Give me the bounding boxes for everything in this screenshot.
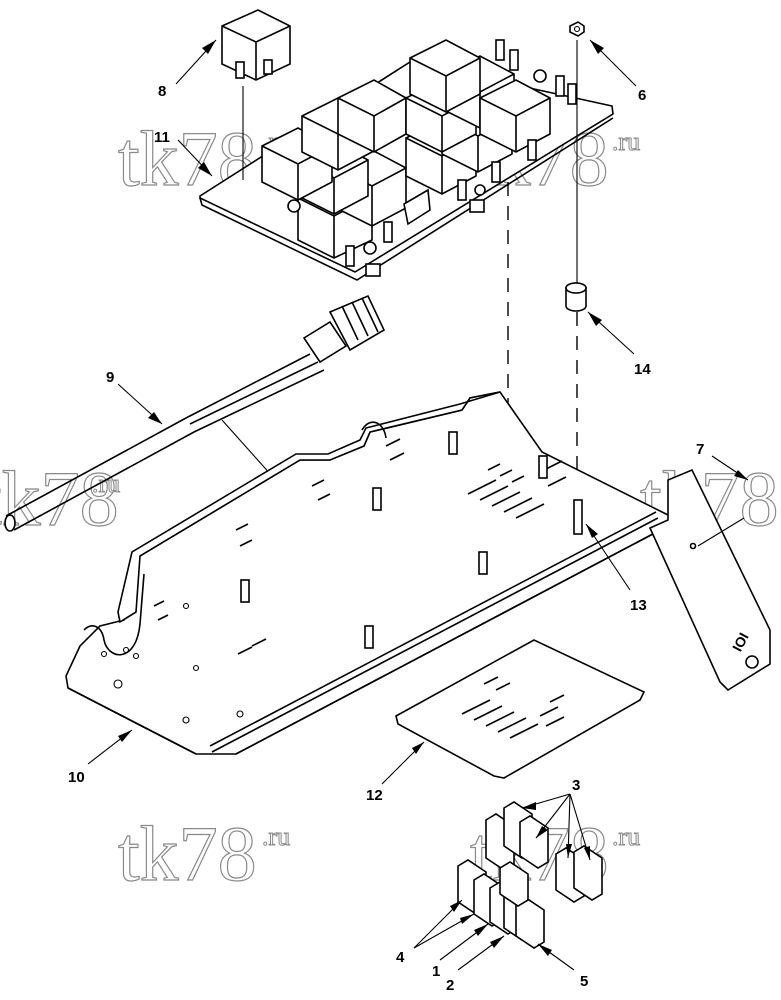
relay-circuit-board xyxy=(199,39,614,281)
fuse-label-decal xyxy=(395,639,646,779)
svg-text:.ru: .ru xyxy=(612,822,640,851)
callout-numbers: 8 11 6 14 9 7 13 10 12 3 4 1 2 5 xyxy=(68,83,704,994)
svg-text:.ru: .ru xyxy=(262,822,290,851)
callout-3: 3 xyxy=(572,777,580,794)
plate-studs xyxy=(240,431,583,649)
svg-text:tk78: tk78 xyxy=(118,810,257,897)
watermark-mid-left: tk78 .ru xyxy=(0,454,121,542)
callout-6: 6 xyxy=(638,87,646,104)
spacer xyxy=(565,282,587,312)
callout-4: 4 xyxy=(396,949,405,966)
callout-12: 12 xyxy=(366,787,383,804)
svg-text:.ru: .ru xyxy=(612,127,640,156)
callout-11: 11 xyxy=(154,129,170,146)
callout-7: 7 xyxy=(696,441,704,458)
plate-slots xyxy=(153,438,567,655)
fuse-group xyxy=(457,801,603,949)
board-terminals xyxy=(287,39,577,267)
hex-nut xyxy=(569,21,585,37)
callout-2: 2 xyxy=(446,977,454,994)
callout-8: 8 xyxy=(158,83,166,100)
bracket-stamp: IOI xyxy=(729,630,752,654)
watermark-top-left: tk78 .ru xyxy=(117,114,290,202)
callout-9: 9 xyxy=(106,369,114,386)
callout-10: 10 xyxy=(68,769,85,786)
mounting-plate: IOI xyxy=(65,391,771,755)
callout-5: 5 xyxy=(580,973,588,990)
loose-relay xyxy=(221,9,291,180)
callout-1: 1 xyxy=(432,963,440,980)
leader-arrows xyxy=(87,39,749,971)
plate-holes xyxy=(100,602,244,724)
callout-13: 13 xyxy=(630,597,647,614)
svg-text:tk78: tk78 xyxy=(118,115,257,202)
wire-harness xyxy=(4,294,386,532)
svg-text:.ru: .ru xyxy=(92,469,120,498)
callout-14: 14 xyxy=(634,361,651,378)
relay-block xyxy=(261,39,551,259)
watermark-bottom-left: tk78 .ru xyxy=(117,809,290,897)
